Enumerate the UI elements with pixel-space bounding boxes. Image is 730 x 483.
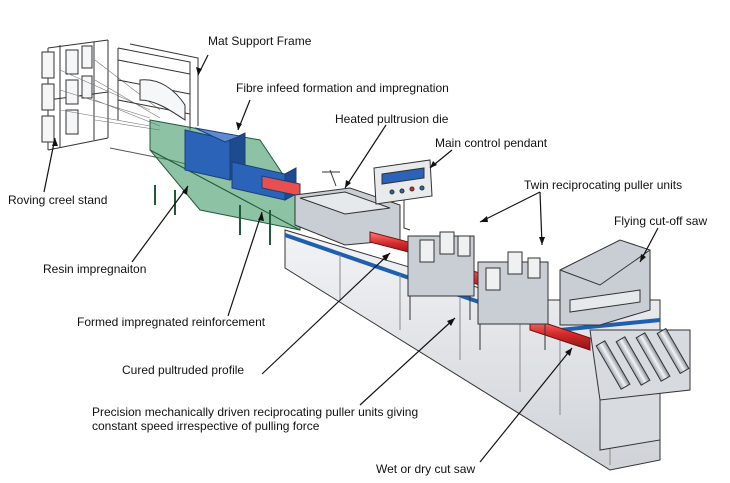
puller-unit-1 <box>407 231 475 320</box>
roving-creel-stand <box>41 39 161 151</box>
leader-cured-profile <box>261 252 391 375</box>
roller-conveyor <box>589 327 691 401</box>
label-precision-pullers-line-1: Precision mechanically driven reciprocat… <box>92 405 419 419</box>
leader-twin-puller-1 <box>479 191 541 223</box>
flying-cut-off-saw <box>559 239 651 326</box>
label-cured-profile: Cured pultruded profile <box>122 363 245 377</box>
heated-pultrusion-die <box>294 169 401 246</box>
label-control-pendant: Main control pendant <box>435 136 548 150</box>
label-precision-pullers-line-2: constant speed irrespective of pulling f… <box>92 419 320 433</box>
leader-roving-creel <box>43 137 56 193</box>
label-twin-pullers: Twin reciprocating puller units <box>524 178 683 192</box>
label-cut-saw: Wet or dry cut saw <box>376 462 476 476</box>
arrow-heads <box>52 67 646 356</box>
leader-precision-pullers <box>359 317 456 406</box>
main-control-pendant <box>373 159 433 231</box>
puller-unit-2 <box>477 251 549 350</box>
leader-formed-reinforcement <box>227 211 263 317</box>
label-roving-creel: Roving creel stand <box>8 193 108 207</box>
fibre-infeed-blocks <box>184 127 301 201</box>
label-fibre-infeed: Fibre infeed formation and impregnation <box>236 81 449 95</box>
label-resin-impregnation: Resin impregnaiton <box>43 262 147 276</box>
leader-twin-puller-2 <box>539 191 543 246</box>
leader-heated-die <box>344 124 387 189</box>
label-heated-die: Heated pultrusion die <box>335 112 449 126</box>
label-flying-saw: Flying cut-off saw <box>614 214 708 228</box>
leader-resin-impregnation <box>131 185 189 263</box>
label-mat-support-frame: Mat Support Frame <box>208 34 312 48</box>
leader-lines <box>43 54 659 463</box>
leader-cut-saw <box>479 347 573 463</box>
label-formed-reinforcement: Formed impregnated reinforcement <box>77 315 266 329</box>
